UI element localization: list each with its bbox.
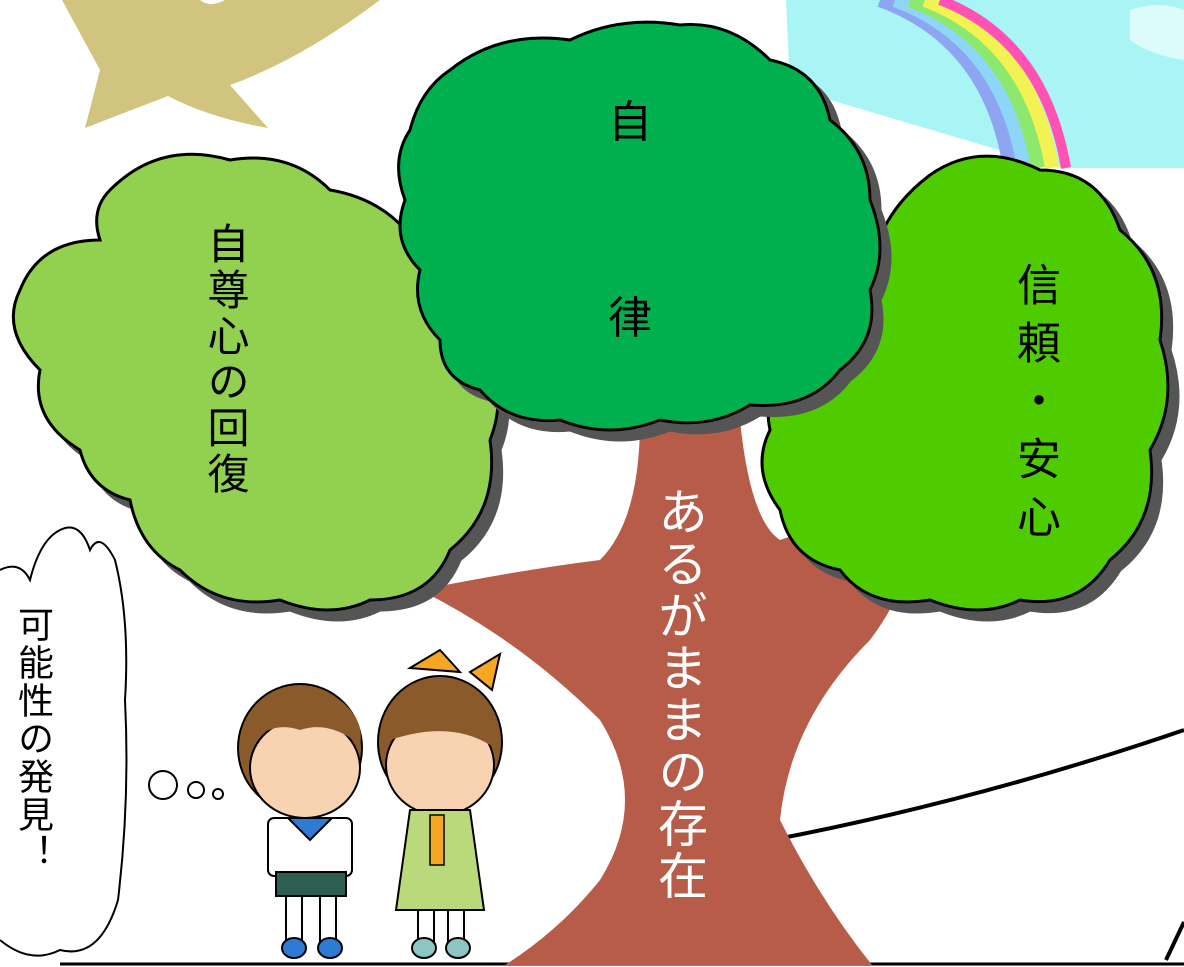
thought-dot-large: [148, 770, 178, 800]
thought-dot-small: [212, 788, 224, 800]
left-canopy: [11, 152, 500, 612]
center-canopy-label-bottom: 律: [608, 293, 652, 344]
thought-bubble: [0, 526, 224, 957]
thought-dot-medium: [187, 781, 205, 799]
boy-character: [237, 683, 363, 959]
thought-bubble-label: 可能性の発見！: [12, 606, 53, 872]
right-canopy-label: 信頼・安心: [1009, 262, 1060, 552]
center-canopy-label-top: 自: [608, 97, 652, 148]
girl-character: [377, 648, 503, 959]
left-canopy-label: 自尊心の回復: [201, 222, 250, 498]
tree-trunk: [420, 420, 910, 965]
sun-rays-decoration: [62, 0, 380, 128]
center-canopy: [397, 20, 882, 432]
trunk-label: あるがままの存在: [650, 486, 708, 902]
rainbow-sky-decoration: [786, 0, 1184, 170]
